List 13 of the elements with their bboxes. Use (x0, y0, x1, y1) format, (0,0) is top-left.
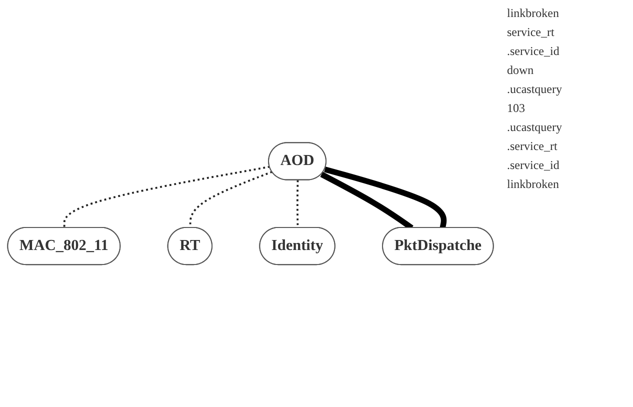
connector (296, 180, 299, 228)
connector (324, 166, 447, 228)
port-label: service_rt (507, 25, 556, 40)
port-label: down (507, 63, 535, 78)
port-label: .service_rt (507, 139, 558, 154)
port-label: .ucastquery (507, 82, 563, 97)
port-label: linkbroken (507, 6, 560, 21)
port-label: .ucastquery (507, 120, 563, 135)
port-label: 103 (507, 101, 526, 116)
port-label: .service_id (507, 44, 560, 59)
connector (63, 166, 270, 228)
port-label: .service_id (507, 158, 560, 173)
port-label: linkbroken (507, 177, 560, 192)
